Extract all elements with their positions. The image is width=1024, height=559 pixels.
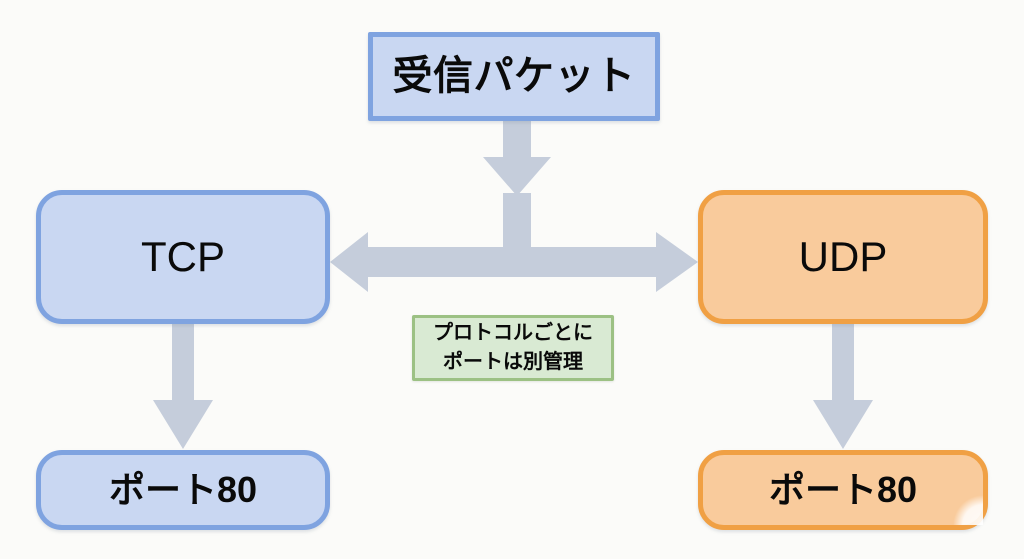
node-received-packet-label: 受信パケット [392, 54, 636, 99]
node-udp-port[interactable]: ポート80 [698, 450, 988, 530]
node-received-packet[interactable]: 受信パケット [368, 32, 660, 121]
arrow-packet-down [483, 121, 551, 196]
node-tcp[interactable]: TCP [36, 190, 330, 324]
node-tcp-label: TCP [141, 233, 225, 281]
node-udp[interactable]: UDP [698, 190, 988, 324]
corner-fold-artifact [949, 491, 983, 525]
node-udp-port-label: ポート80 [768, 468, 918, 510]
node-tcp-port-label: ポート80 [108, 468, 258, 510]
node-tcp-port[interactable]: ポート80 [36, 450, 330, 530]
node-note-port-management[interactable]: プロトコルごとに ポートは別管理 [412, 315, 614, 381]
node-note-label: プロトコルごとに ポートは別管理 [433, 322, 593, 373]
arrow-split-horizontal [330, 232, 698, 292]
arrow-udp-down [813, 324, 873, 449]
arrow-split-stem [503, 193, 531, 248]
node-udp-label: UDP [798, 233, 888, 281]
arrow-tcp-down [153, 324, 213, 449]
